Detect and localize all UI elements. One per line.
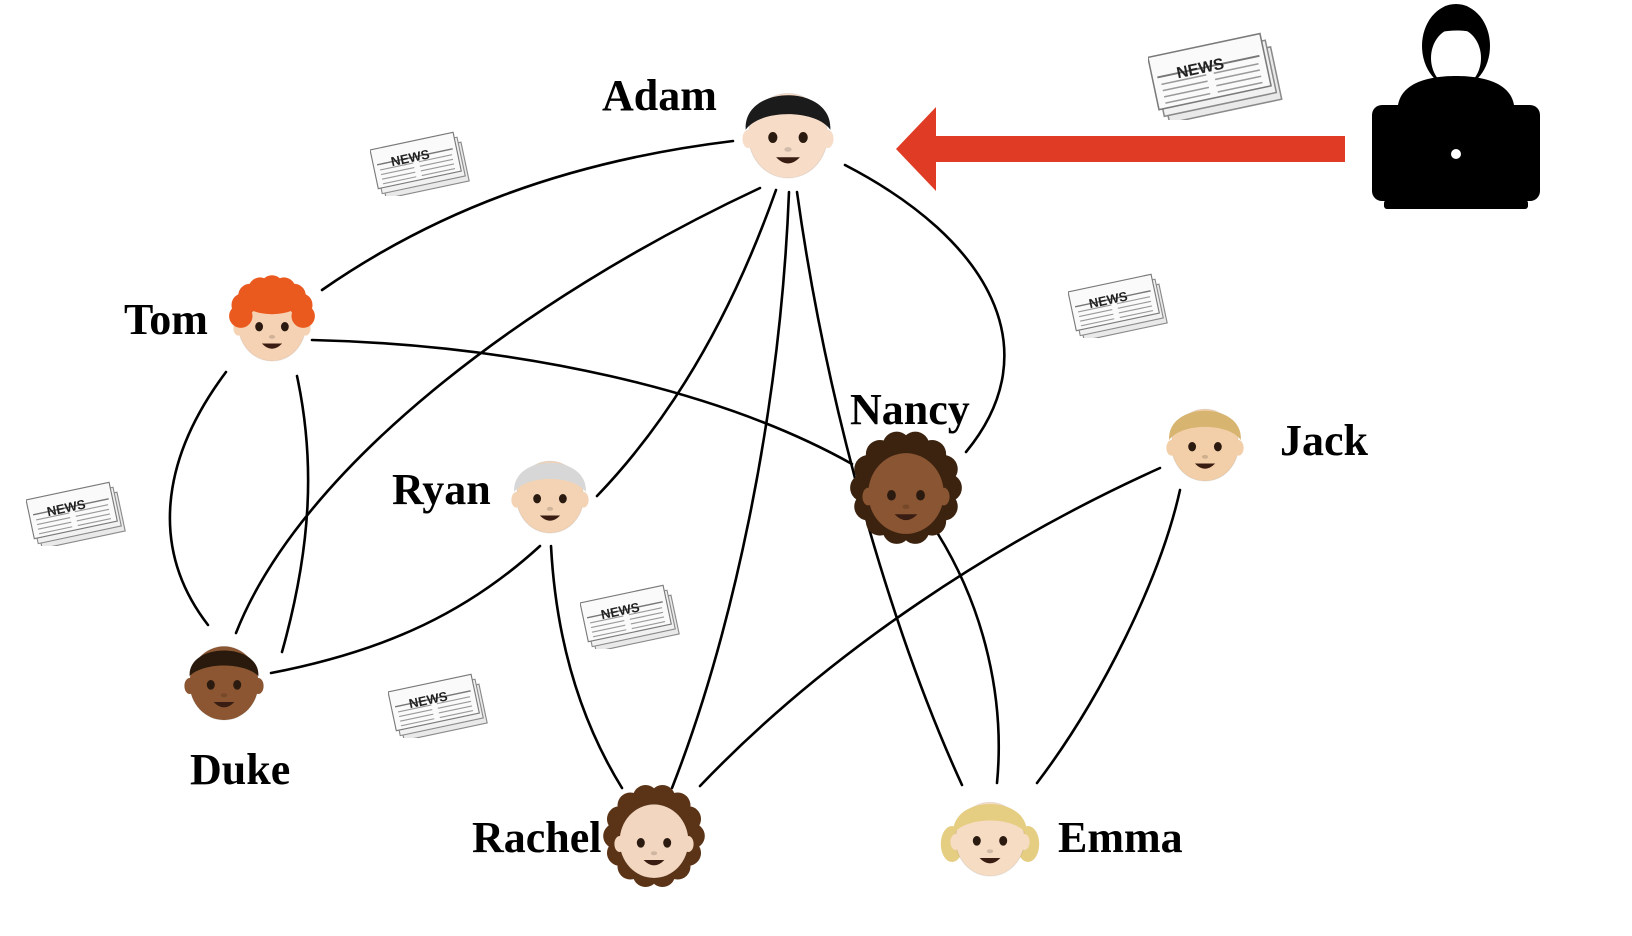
avatar-tom [229, 275, 315, 362]
avatar-jack [1166, 408, 1244, 482]
avatar-duke [184, 645, 264, 721]
edge-jack-emma [1035, 488, 1182, 785]
edge-tom-duke-inner [280, 374, 310, 654]
label-emma: Emma [1058, 813, 1183, 862]
edge-ryan-duke [269, 544, 542, 675]
avatar-emma [940, 801, 1040, 877]
edge-adam-nancy [843, 163, 1006, 454]
edge-adam-duke [234, 186, 762, 635]
avatar-ryan [511, 460, 589, 534]
label-nancy: Nancy [850, 385, 970, 434]
edge-adam-rachel [670, 190, 791, 790]
people [184, 92, 1244, 888]
newspaper-icon: NEWS [370, 130, 470, 196]
avatar-rachel [603, 784, 705, 888]
network-edges [168, 139, 1182, 790]
newspaper-icon: NEWS [580, 583, 680, 649]
person-with-laptop-icon [1372, 4, 1540, 209]
newspaper-icon: NEWS [388, 672, 488, 738]
edge-jack-rachel [698, 466, 1162, 788]
label-tom: Tom [124, 295, 208, 344]
edge-ryan-rachel [549, 544, 624, 790]
label-rachel: Rachel [472, 813, 602, 862]
newspapers: NEWS NEWS NEWS NEWS NEWS NEWS [26, 31, 1283, 738]
avatar-nancy [850, 431, 962, 544]
label-ryan: Ryan [392, 465, 491, 514]
edge-tom-duke-outer [168, 370, 228, 627]
label-jack: Jack [1280, 416, 1369, 465]
edge-tom-nancy [310, 338, 854, 466]
arrow-shaft [925, 136, 1345, 162]
newspaper-icon: NEWS [26, 480, 126, 546]
label-adam: Adam [602, 71, 717, 120]
arrow-head [896, 107, 936, 191]
label-duke: Duke [190, 745, 290, 794]
newspaper-icon: NEWS [1068, 272, 1168, 338]
edge-adam-tom [320, 139, 735, 292]
edge-nancy-emma [936, 532, 1000, 785]
newspaper-icon: NEWS [1148, 31, 1283, 120]
avatar-adam [742, 92, 834, 179]
edge-adam-ryan [595, 188, 778, 498]
injection-arrow [896, 107, 1345, 191]
person-labels: Adam Tom Ryan Nancy Jack Duke Rachel Emm… [124, 71, 1369, 862]
